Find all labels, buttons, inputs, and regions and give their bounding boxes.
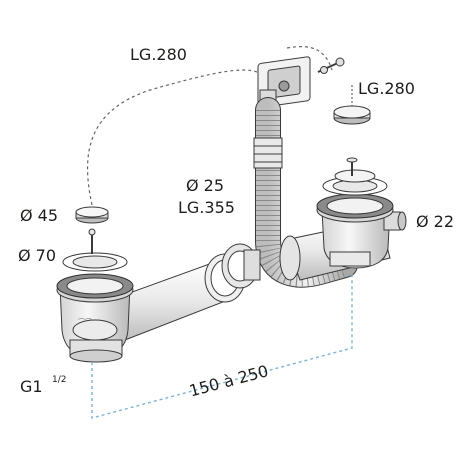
left-flange-rings	[56, 252, 134, 303]
left-outlet-body: ⌒⌒	[59, 285, 131, 363]
chain-dashed-line	[86, 69, 263, 206]
label-thread-main: G1	[20, 377, 43, 396]
svg-text:⌒⌒: ⌒⌒	[78, 318, 92, 326]
label-diam45: Ø 45	[20, 206, 58, 225]
label-thread-fraction: 1/2	[52, 375, 66, 385]
label-lg280-right: LG.280	[358, 79, 415, 98]
overflow-screw	[317, 57, 345, 74]
left-plug-stopper	[75, 206, 109, 254]
label-diam25: Ø 25	[186, 176, 224, 195]
label-lg280-top: LG.280	[130, 45, 187, 64]
label-diam70: Ø 70	[18, 246, 56, 265]
right-outlet-body	[279, 209, 407, 281]
label-diam22: Ø 22	[416, 212, 454, 231]
right-flange-rings	[316, 157, 394, 223]
connector-nut	[204, 243, 261, 303]
label-dimension: 150 à 250	[187, 361, 270, 400]
stopper-small-right	[333, 105, 371, 125]
label-lg355: LG.355	[178, 198, 235, 217]
